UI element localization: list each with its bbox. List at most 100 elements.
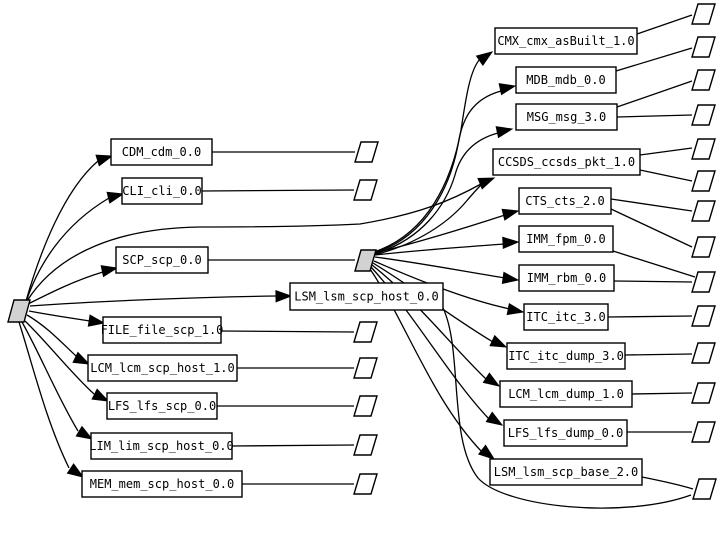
process-node-mem[interactable]: MEM_mem_scp_host_0.0 bbox=[81, 470, 243, 498]
node-box bbox=[121, 177, 203, 205]
arrowhead-lcm_host bbox=[72, 351, 91, 365]
node-box bbox=[489, 458, 643, 486]
arrowhead-lfs_scp bbox=[91, 388, 110, 402]
edge-mdb-fr2 bbox=[615, 47, 693, 72]
edge-cli-fl2 bbox=[201, 189, 355, 192]
file-parallelogram bbox=[691, 138, 716, 160]
arrowhead-lsm_host bbox=[275, 290, 293, 303]
node-label: LSM_lsm_scp_base_2.0 bbox=[494, 465, 639, 479]
process-node-lfs_scp[interactable]: LFS_lfs_scp_0.0 bbox=[106, 392, 218, 420]
file-node-fr2[interactable] bbox=[691, 36, 716, 58]
node-label: LFS_lfs_scp_0.0 bbox=[108, 399, 216, 413]
process-node-imm_rbm[interactable]: IMM_rbm_0.0 bbox=[518, 264, 615, 292]
process-node-file[interactable]: FILE_file_scp_1.0 bbox=[101, 316, 224, 344]
process-node-ccsds[interactable]: CCSDS_ccsds_pkt_1.0 bbox=[492, 148, 641, 176]
arrowhead-cli bbox=[106, 191, 125, 204]
node-label: LCM_lcm_dump_1.0 bbox=[508, 387, 624, 401]
node-label: FILE_file_scp_1.0 bbox=[101, 323, 224, 337]
process-node-scp[interactable]: SCP_scp_0.0 bbox=[115, 246, 209, 274]
file-node-fl6[interactable] bbox=[353, 434, 378, 456]
file-node-fr9[interactable] bbox=[691, 271, 716, 293]
file-parallelogram bbox=[691, 69, 716, 91]
edge-imm_fpm-fr9 bbox=[612, 250, 696, 278]
node-label: CTS_cts_2.0 bbox=[525, 194, 604, 208]
process-node-itc_dump[interactable]: ITC_itc_dump_3.0 bbox=[506, 342, 626, 370]
process-node-lsm_base[interactable]: LSM_lsm_scp_base_2.0 bbox=[489, 458, 643, 486]
process-node-msg[interactable]: MSG_msg_3.0 bbox=[515, 103, 618, 131]
process-node-cmx[interactable]: CMX_cmx_asBuilt_1.0 bbox=[494, 27, 638, 55]
file-parallelogram bbox=[353, 395, 378, 417]
file-node-fr1[interactable] bbox=[691, 3, 716, 25]
edge-mid-cts bbox=[374, 214, 506, 254]
edge-imm_rbm-fr9 bbox=[613, 280, 693, 283]
file-parallelogram bbox=[691, 236, 716, 258]
node-label: LCM_lcm_scp_host_1.0 bbox=[90, 361, 235, 375]
edge-mid-imm_fpm bbox=[374, 243, 506, 256]
node-label: LIM_lim_scp_host_0.0 bbox=[89, 439, 234, 453]
file-parallelogram bbox=[691, 200, 716, 222]
arrowhead-mem bbox=[66, 463, 85, 478]
process-node-cdm[interactable]: CDM_cdm_0.0 bbox=[110, 138, 213, 166]
arrowhead-imm_fpm bbox=[502, 236, 520, 250]
node-label: IMM_fpm_0.0 bbox=[526, 232, 605, 246]
edge-lsm_base-fr14 bbox=[641, 476, 694, 490]
node-box bbox=[87, 354, 238, 382]
node-box bbox=[503, 419, 628, 447]
node-label: MSG_msg_3.0 bbox=[527, 110, 606, 124]
node-label: MEM_mem_scp_host_0.0 bbox=[90, 477, 235, 491]
file-parallelogram bbox=[691, 36, 716, 58]
file-node-fr13[interactable] bbox=[691, 421, 716, 443]
file-node-fr4[interactable] bbox=[691, 104, 716, 126]
edge-file-fl3 bbox=[220, 330, 355, 333]
process-node-cts[interactable]: CTS_cts_2.0 bbox=[518, 187, 612, 215]
process-node-lcm_host[interactable]: LCM_lcm_scp_host_1.0 bbox=[87, 354, 238, 382]
node-label: LSM_lsm_scp_host_0.0 bbox=[294, 290, 439, 304]
file-node-fr6[interactable] bbox=[691, 170, 716, 192]
node-label: MDB_mdb_0.0 bbox=[526, 73, 605, 87]
edge-src-scp bbox=[27, 271, 104, 305]
file-parallelogram bbox=[691, 3, 716, 25]
process-node-lsm_host[interactable]: LSM_lsm_scp_host_0.0 bbox=[289, 282, 444, 311]
arrowhead-lfs_dump bbox=[485, 411, 504, 426]
file-node-fl1[interactable] bbox=[354, 141, 379, 163]
data-parallelogram bbox=[354, 249, 377, 272]
process-node-cli[interactable]: CLI_cli_0.0 bbox=[121, 177, 203, 205]
file-parallelogram bbox=[354, 141, 379, 163]
file-parallelogram bbox=[353, 321, 378, 343]
process-node-mdb[interactable]: MDB_mdb_0.0 bbox=[515, 66, 617, 94]
file-node-fr14[interactable] bbox=[692, 478, 717, 500]
process-node-itc[interactable]: ITC_itc_3.0 bbox=[523, 303, 609, 331]
file-node-fr7[interactable] bbox=[691, 200, 716, 222]
edge-lim-fl6 bbox=[231, 444, 355, 447]
file-parallelogram bbox=[691, 271, 716, 293]
file-node-fr5[interactable] bbox=[691, 138, 716, 160]
file-node-fl3[interactable] bbox=[353, 321, 378, 343]
file-node-fl7[interactable] bbox=[353, 473, 378, 495]
file-node-fr12[interactable] bbox=[691, 382, 716, 404]
file-node-fl2[interactable] bbox=[353, 179, 378, 201]
file-node-fl4[interactable] bbox=[353, 357, 378, 379]
file-parallelogram bbox=[691, 421, 716, 443]
process-node-lcm_dump[interactable]: LCM_lcm_dump_1.0 bbox=[499, 380, 633, 408]
node-label: IMM_rbm_0.0 bbox=[527, 271, 606, 285]
edge-src-cli bbox=[25, 197, 110, 303]
data-node-mid[interactable] bbox=[354, 249, 377, 272]
edge-cmx-fr1 bbox=[636, 14, 693, 35]
file-node-fl5[interactable] bbox=[353, 395, 378, 417]
file-node-fr10[interactable] bbox=[691, 305, 716, 327]
data-node-src[interactable] bbox=[7, 299, 31, 323]
arrowhead-cts bbox=[501, 208, 520, 221]
edge-ccsds-fr5 bbox=[639, 147, 693, 156]
process-node-lfs_dump[interactable]: LFS_lfs_dump_0.0 bbox=[503, 419, 628, 447]
arrowhead-itc_dump bbox=[489, 334, 508, 348]
node-box bbox=[523, 303, 609, 331]
node-label: SCP_scp_0.0 bbox=[122, 253, 201, 267]
node-box bbox=[515, 103, 618, 131]
process-node-imm_fpm[interactable]: IMM_fpm_0.0 bbox=[518, 225, 614, 253]
node-layer: CDM_cdm_0.0CLI_cli_0.0SCP_scp_0.0FILE_fi… bbox=[7, 3, 717, 500]
process-node-lim[interactable]: LIM_lim_scp_host_0.0 bbox=[89, 432, 234, 460]
file-node-fr3[interactable] bbox=[691, 69, 716, 91]
file-node-fr8[interactable] bbox=[691, 236, 716, 258]
file-node-fr11[interactable] bbox=[691, 342, 716, 364]
edge-mid-lcm_dump bbox=[371, 264, 487, 380]
